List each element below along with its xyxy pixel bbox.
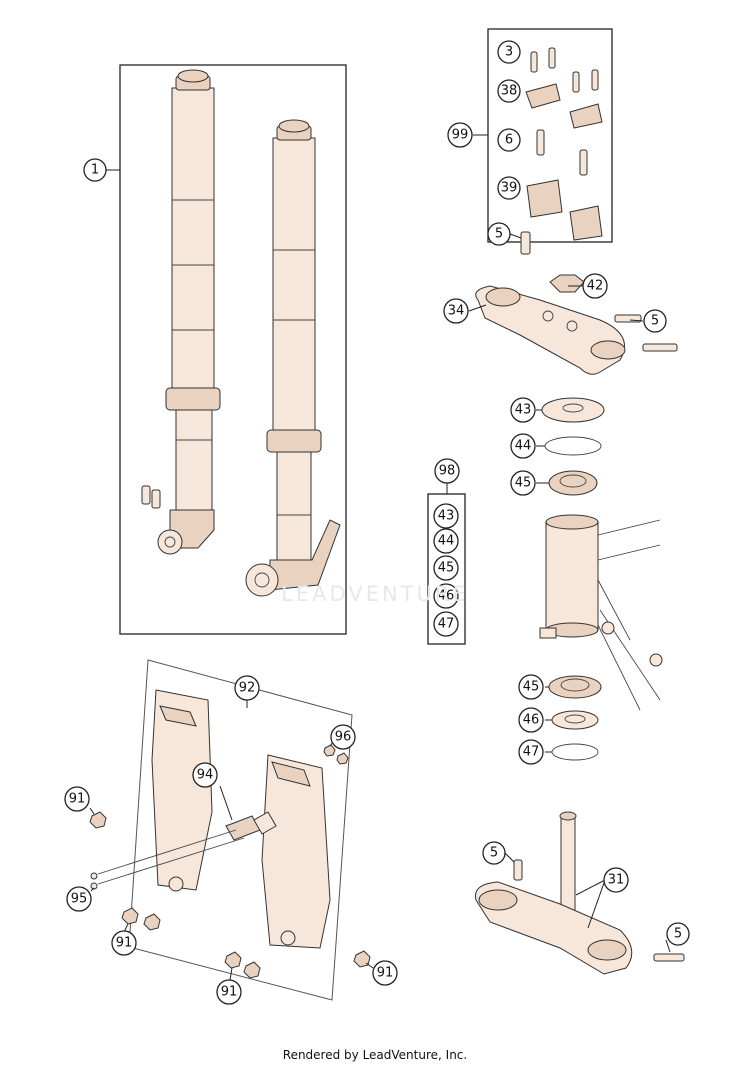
- upper-triple-clamp: [475, 231, 678, 375]
- lower-triple-clamp: [474, 811, 685, 975]
- upper-clamp-parts: [526, 179, 603, 241]
- callout-label: 91: [69, 792, 86, 807]
- callout-1: 1: [83, 158, 107, 182]
- fork-assembly-box: [119, 64, 347, 635]
- callout-label: 6: [505, 133, 513, 148]
- callout-42: 42: [582, 273, 608, 299]
- right-fork-guard: [261, 754, 331, 949]
- callout-43-kit: 43: [433, 503, 459, 529]
- callout-label: 98: [439, 464, 456, 479]
- callout-45-upper: 45: [510, 470, 536, 496]
- callout-44-upper: 44: [510, 433, 536, 459]
- callout-31: 31: [603, 867, 629, 893]
- callout-label: 91: [221, 985, 238, 1000]
- callout-label: 46: [523, 713, 540, 728]
- leader-lines: [89, 134, 671, 981]
- callout-label: 46: [438, 589, 455, 604]
- callout-label: 34: [448, 304, 465, 319]
- callout-94: 94: [192, 762, 218, 788]
- callout-98: 98: [434, 458, 460, 484]
- callout-92: 92: [234, 675, 260, 701]
- callout-38: 38: [497, 79, 521, 103]
- callout-label: 5: [495, 227, 503, 242]
- callout-label: 1: [91, 163, 99, 178]
- callout-46-kit: 46: [433, 583, 459, 609]
- guard-bolts: [89, 744, 371, 979]
- brake-line-clip: [225, 811, 277, 841]
- callout-91-c: 91: [216, 979, 242, 1005]
- clamp-kit-bolts: [530, 47, 599, 176]
- callout-label: 42: [587, 279, 604, 294]
- callout-label: 39: [501, 181, 518, 196]
- lower-bearing-parts: [548, 675, 602, 761]
- callout-47-lower: 47: [518, 739, 544, 765]
- callout-5-lower-left: 5: [482, 841, 506, 865]
- callout-91-a: 91: [64, 786, 90, 812]
- callout-label: 5: [490, 846, 498, 861]
- callout-label: 47: [438, 617, 455, 632]
- frame-steering-head: [539, 514, 663, 711]
- upper-bearing-parts: [541, 397, 605, 496]
- callout-91-d: 91: [372, 960, 398, 986]
- callout-label: 91: [116, 936, 133, 951]
- callout-47-kit: 47: [433, 611, 459, 637]
- callout-45-lower: 45: [518, 674, 544, 700]
- fork-clamp-bolts: [141, 485, 161, 509]
- lower-clamp-parts: [525, 83, 603, 129]
- callout-label: 43: [515, 403, 532, 418]
- callout-39: 39: [497, 176, 521, 200]
- callout-96: 96: [330, 724, 356, 750]
- callout-34: 34: [443, 298, 469, 324]
- callout-label: 47: [523, 745, 540, 760]
- callout-label: 92: [239, 681, 256, 696]
- callout-label: 45: [515, 476, 532, 491]
- callout-5-lower-right: 5: [666, 922, 690, 946]
- callout-6: 6: [497, 128, 521, 152]
- callout-95: 95: [66, 886, 92, 912]
- callout-label: 96: [335, 730, 352, 745]
- right-fork-leg: [245, 119, 341, 597]
- callout-5-top: 5: [487, 222, 511, 246]
- watermark: LEADVENTURE: [281, 582, 469, 606]
- callout-label: 99: [452, 128, 469, 143]
- callout-label: 45: [438, 561, 455, 576]
- callout-label: 94: [197, 768, 214, 783]
- callout-46-lower: 46: [518, 707, 544, 733]
- callout-label: 31: [608, 873, 625, 888]
- callout-44-kit: 44: [433, 528, 459, 554]
- callout-91-b: 91: [111, 930, 137, 956]
- callout-label: 95: [71, 892, 88, 907]
- callout-45-kit: 45: [433, 555, 459, 581]
- callout-label: 5: [651, 314, 659, 329]
- callout-99: 99: [447, 122, 473, 148]
- callout-label: 38: [501, 84, 518, 99]
- callout-3: 3: [497, 40, 521, 64]
- callout-43-upper: 43: [510, 397, 536, 423]
- left-fork-guard: [151, 689, 213, 892]
- callout-label: 44: [438, 534, 455, 549]
- callout-label: 44: [515, 439, 532, 454]
- callout-label: 91: [377, 966, 394, 981]
- callout-label: 45: [523, 680, 540, 695]
- callout-label: 3: [505, 45, 513, 60]
- left-fork-leg: [157, 69, 221, 555]
- callout-5-right: 5: [643, 309, 667, 333]
- callout-label: 43: [438, 509, 455, 524]
- callout-label: 5: [674, 927, 682, 942]
- footer-credit: Rendered by LeadVenture, Inc.: [282, 1048, 468, 1062]
